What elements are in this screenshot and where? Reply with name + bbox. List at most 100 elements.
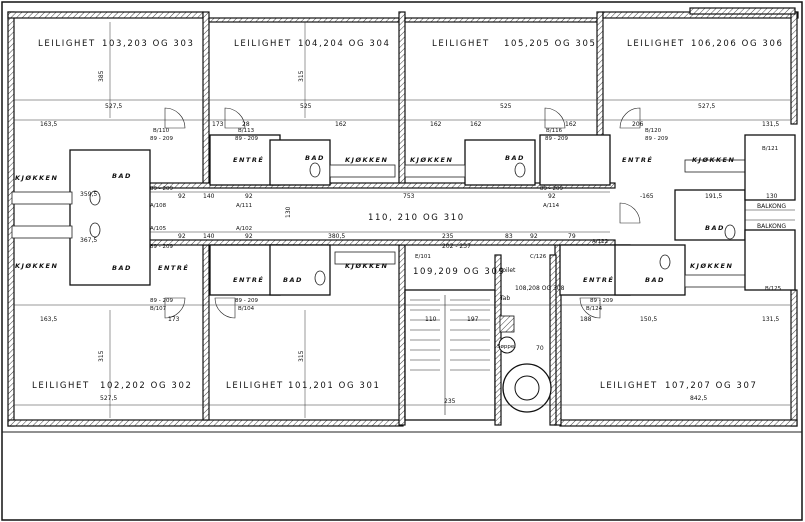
balcony-upper bbox=[744, 134, 796, 201]
door-code-89209-6: 89 - 209 bbox=[150, 244, 173, 250]
exterior-wall-east-lower bbox=[790, 289, 798, 427]
toilet-104 bbox=[309, 162, 321, 178]
exterior-wall-north-2 bbox=[208, 17, 400, 23]
door-swing-b107 bbox=[164, 297, 186, 319]
dim-235-stair: 235 bbox=[444, 398, 456, 405]
apartment-label-a6: LEILIGHET bbox=[226, 381, 284, 391]
door-code-89209-9: 89 - 209 bbox=[590, 298, 613, 304]
room-kjokken-105: KJØKKEN bbox=[410, 156, 453, 164]
door-c126: C/126 bbox=[530, 254, 547, 260]
roof-edge bbox=[689, 7, 796, 15]
room-bad-101: BAD bbox=[283, 276, 303, 284]
apartment-label-a2: LEILIGHET bbox=[234, 39, 292, 49]
dim-3675: 367,5 bbox=[80, 237, 97, 244]
room-bad-104: BAD bbox=[305, 154, 325, 162]
door-b110: B/110 bbox=[153, 128, 170, 134]
door-b107: B/107 bbox=[150, 306, 167, 312]
partition-wall-1 bbox=[202, 11, 210, 188]
door-a105: A/105 bbox=[150, 226, 167, 232]
dim-92-2: 92 bbox=[178, 233, 186, 240]
toilet-103 bbox=[89, 190, 101, 206]
room-entre-101: ENTRÉ bbox=[233, 275, 264, 284]
door-a108: A/108 bbox=[150, 203, 167, 209]
dim-202237: 202 - 237 bbox=[442, 243, 471, 250]
dim-92-1: 92 bbox=[178, 193, 186, 200]
room-balkong-upper: BALKONG bbox=[757, 203, 786, 210]
kitchen-counter-103 bbox=[11, 191, 73, 205]
apartment-label-a5: LEILIGHET bbox=[32, 381, 90, 391]
bath-107 bbox=[614, 244, 686, 296]
dim-162-1: 162 bbox=[335, 121, 347, 128]
dim-130-balk: 130 bbox=[766, 193, 778, 200]
door-b116: B/116 bbox=[546, 128, 563, 134]
dim-3595: 359,5 bbox=[80, 191, 97, 198]
dim-140-2: 140 bbox=[203, 233, 215, 240]
dim-173-a5: 173 bbox=[168, 316, 180, 323]
dim-188: 188 bbox=[580, 316, 592, 323]
dim-1505: 150,5 bbox=[640, 316, 657, 323]
room-lift: 108,208 OG 308 bbox=[515, 285, 565, 292]
entre-101 bbox=[209, 244, 281, 296]
dim-1635-top: 163,5 bbox=[40, 121, 57, 128]
door-code-89209-7: 89 - 209 bbox=[150, 298, 173, 304]
dim-130-corr: 130 bbox=[285, 206, 292, 218]
dim-197: 197 bbox=[467, 316, 479, 323]
room-bad-102: BAD bbox=[112, 264, 132, 272]
door-code-89209-1: 89 - 209 bbox=[150, 136, 173, 142]
kitchen-counter-107 bbox=[684, 274, 746, 288]
apartment-label-a3: LEILIGHET bbox=[432, 39, 490, 49]
core-block-west bbox=[69, 149, 151, 286]
dim-140-1: 140 bbox=[203, 193, 215, 200]
room-bad-106: BAD bbox=[705, 224, 725, 232]
room-bad-105: BAD bbox=[505, 154, 525, 162]
exterior-wall-north-3 bbox=[404, 17, 601, 23]
dim-1635-bottom: 163,5 bbox=[40, 316, 57, 323]
dim-385: 385 bbox=[98, 70, 105, 82]
door-swing-a122 bbox=[619, 202, 641, 224]
door-b121: B/121 bbox=[762, 146, 778, 152]
dim-92-3: 92 bbox=[245, 193, 253, 200]
door-a102: A/102 bbox=[236, 226, 252, 232]
door-swing-b110 bbox=[164, 107, 186, 129]
door-swing-b113 bbox=[224, 107, 246, 129]
dim-92-6: 92 bbox=[530, 233, 538, 240]
door-swing-b120 bbox=[619, 107, 641, 129]
door-a122: A/122 bbox=[592, 239, 608, 245]
door-b120: B/120 bbox=[645, 128, 662, 134]
exterior-wall-south-1 bbox=[7, 419, 404, 427]
dim-28-a2: 28 bbox=[242, 121, 250, 128]
dim-162-2: 162 bbox=[430, 121, 442, 128]
room-corridor: 110, 210 OG 310 bbox=[368, 213, 465, 223]
apartment-number-a6: 101,201 OG 301 bbox=[288, 381, 380, 391]
door-swing-b116 bbox=[544, 107, 566, 129]
dim-1315-top: 131,5 bbox=[762, 121, 779, 128]
apartment-label-a7: LEILIGHET bbox=[600, 381, 658, 391]
bath-101 bbox=[269, 244, 331, 296]
apartment-number-a7: 107,207 OG 307 bbox=[665, 381, 757, 391]
apartment-number-a3: 105,205 OG 305 bbox=[504, 39, 596, 49]
door-code-89209-4: 89 - 209 bbox=[645, 136, 668, 142]
room-entre-102: ENTRÉ bbox=[158, 263, 189, 272]
dim-162-4: 162 bbox=[565, 121, 577, 128]
corridor-wall-south bbox=[144, 239, 616, 246]
room-kjokken-103: KJØKKEN bbox=[15, 174, 58, 182]
exterior-wall-east-upper bbox=[790, 11, 798, 125]
partition-wall-4 bbox=[202, 244, 210, 421]
apartment-label-a4: LEILIGHET bbox=[627, 39, 685, 49]
apartment-number-a4: 106,206 OG 306 bbox=[691, 39, 783, 49]
room-kjokken-106: KJØKKEN bbox=[692, 156, 735, 164]
toilet-105 bbox=[514, 162, 526, 178]
dim-92-5: 92 bbox=[548, 193, 556, 200]
dim-110: 110 bbox=[425, 316, 437, 323]
waste-box bbox=[499, 315, 515, 333]
dim-5275-a1: 527,5 bbox=[105, 103, 122, 110]
apartment-number-a1: 103,203 OG 303 bbox=[102, 39, 194, 49]
dim-70: 70 bbox=[536, 345, 544, 352]
room-kjokken-102: KJØKKEN bbox=[15, 262, 58, 270]
dim-525-a2: 525 bbox=[300, 103, 312, 110]
door-a114: A/114 bbox=[543, 203, 560, 209]
toilet-101 bbox=[314, 270, 326, 286]
